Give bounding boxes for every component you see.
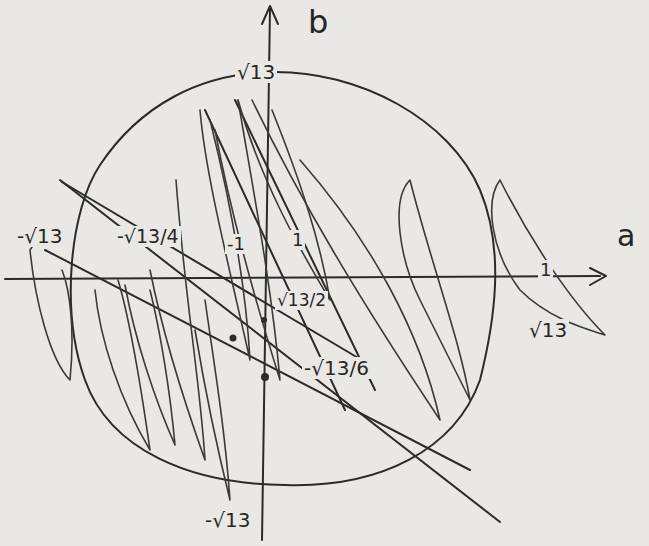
tick-label: √13/2 bbox=[275, 291, 328, 310]
line bbox=[60, 180, 500, 522]
tick-label: -√13 bbox=[15, 225, 64, 247]
axis-arrow bbox=[262, 6, 278, 24]
axis-label: b bbox=[306, 5, 330, 39]
line bbox=[45, 250, 470, 470]
tick-label: -√13/4 bbox=[115, 226, 181, 247]
b-axis bbox=[262, 8, 270, 540]
hatching bbox=[30, 100, 605, 500]
tick-label: √13 bbox=[235, 61, 277, 83]
axis-arrow bbox=[590, 268, 606, 285]
tick-label: 1 bbox=[538, 260, 553, 280]
axis-label: a bbox=[615, 220, 637, 252]
tick-label: -1 bbox=[225, 234, 247, 254]
tick-label: -√13/6 bbox=[302, 357, 371, 379]
tick-label: 1 bbox=[290, 230, 305, 250]
line bbox=[62, 182, 365, 362]
tick-label: -√13 bbox=[203, 509, 252, 531]
tick-label: √13 bbox=[527, 319, 569, 341]
circle bbox=[71, 72, 495, 485]
line bbox=[235, 100, 375, 390]
points bbox=[230, 317, 270, 381]
